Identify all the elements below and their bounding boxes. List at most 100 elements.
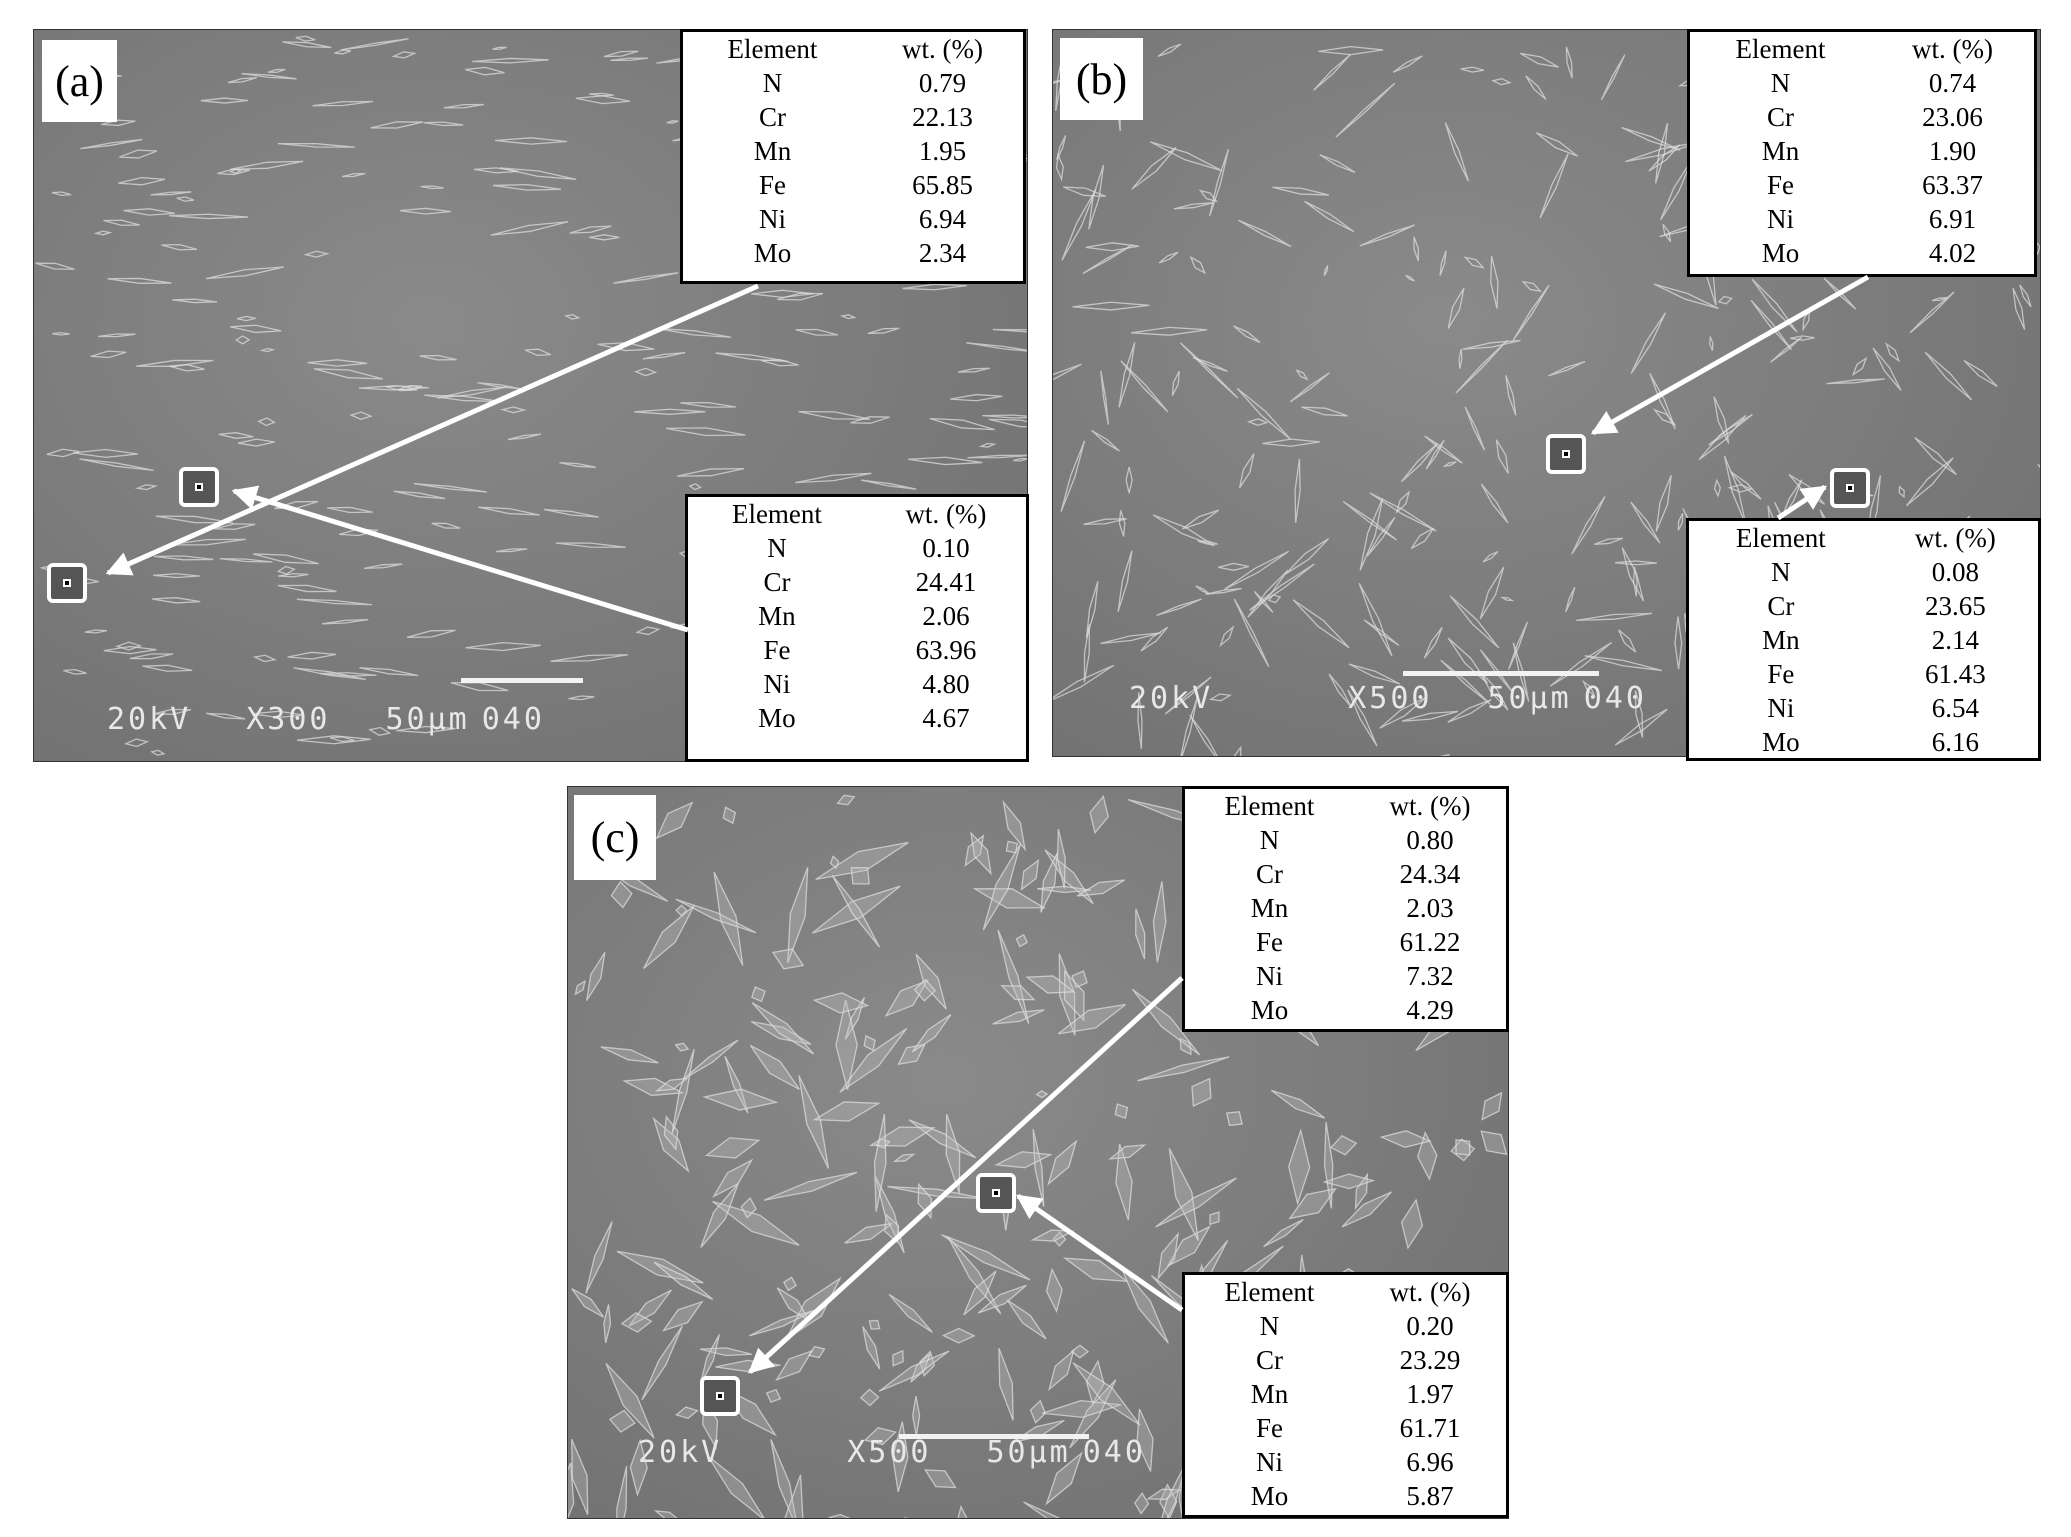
sem-scale-a: 50µm	[385, 702, 470, 737]
eds-cell: Mo	[1761, 238, 1800, 268]
eds-header-wt: wt. (%)	[905, 499, 987, 529]
eds-cell: Mn	[758, 601, 796, 631]
eds-cell: 65.85	[912, 170, 973, 200]
eds-header-element: Element	[1735, 34, 1826, 64]
eds-cell: 6.96	[1406, 1447, 1454, 1477]
table-row: Mn 2.06	[688, 599, 1026, 633]
sem-voltage-b: 20kV	[1129, 681, 1214, 716]
eds-cell: 1.90	[1928, 136, 1977, 166]
marker-b-2	[1830, 468, 1870, 508]
eds-cell: N	[1259, 1311, 1280, 1341]
eds-cell: 61.71	[1399, 1413, 1461, 1443]
eds-cell: Mo	[1762, 727, 1800, 757]
panel-label-c: (c)	[574, 795, 656, 880]
eds-cell: 63.96	[915, 635, 977, 665]
scale-bar-c	[899, 1434, 1089, 1439]
eds-cell: Mn	[1761, 136, 1800, 166]
panel-label-a: (a)	[42, 40, 117, 122]
eds-cell: 23.65	[1924, 591, 1986, 621]
eds-cell: 4.67	[922, 703, 970, 733]
eds-cell: 0.10	[922, 533, 970, 563]
eds-cell: 6.54	[1931, 693, 1979, 723]
eds-cell: 2.06	[922, 601, 970, 631]
table-row: Mo 5.87	[1185, 1479, 1506, 1513]
eds-cell: 23.06	[1922, 102, 1983, 132]
eds-header-wt: wt. (%)	[1914, 523, 1996, 553]
table-row: Fe 63.37	[1690, 168, 2034, 202]
eds-cell: Cr	[1767, 591, 1795, 621]
eds-cell: 5.87	[1406, 1481, 1454, 1511]
scale-bar-b	[1403, 671, 1599, 676]
eds-cell: 6.94	[918, 204, 967, 234]
table-row: Cr 23.06	[1690, 100, 2034, 134]
sem-magnification-b: X500	[1348, 681, 1433, 716]
table-row: Mo 4.67	[688, 701, 1026, 735]
eds-cell: 24.41	[915, 567, 977, 597]
eds-table-b-2: Element wt. (%) N 0.08 Cr 23.65 Mn 2.14 Fe 61…	[1686, 518, 2041, 761]
eds-cell: Mo	[758, 703, 796, 733]
eds-cell: Fe	[1255, 1413, 1283, 1443]
panel-label-b: (b)	[1060, 38, 1143, 120]
table-row: Ni 6.94	[683, 202, 1023, 236]
sem-id-b: 040	[1583, 681, 1647, 716]
sem-voltage-c: 20kV	[638, 1435, 723, 1470]
sem-scale-c: 50µm	[986, 1435, 1071, 1470]
eds-cell: Mn	[1762, 625, 1800, 655]
eds-cell: 2.03	[1406, 893, 1454, 923]
eds-cell: N	[1770, 68, 1791, 98]
table-row: Mo 4.02	[1690, 236, 2034, 270]
sem-info-bar-b: 20kV X500 50µm 040	[1129, 681, 1702, 716]
eds-cell: Ni	[758, 204, 786, 234]
eds-cell: Cr	[1767, 102, 1795, 132]
eds-cell: 1.97	[1406, 1379, 1454, 1409]
eds-cell: 61.43	[1924, 659, 1986, 689]
eds-cell: Fe	[1255, 927, 1283, 957]
eds-header-element: Element	[727, 34, 818, 64]
table-row: N 0.08	[1689, 555, 2038, 589]
sem-magnification-a: X300	[246, 702, 331, 737]
table-row: Fe 61.43	[1689, 657, 2038, 691]
sem-scale-b: 50µm	[1487, 681, 1572, 716]
sem-id-c: 040	[1082, 1435, 1146, 1470]
sem-info-bar-c: 20kV X500 50µm 040	[638, 1435, 1201, 1470]
eds-cell: 2.14	[1931, 625, 1979, 655]
eds-cell: Fe	[758, 170, 786, 200]
table-row: Cr 23.65	[1689, 589, 2038, 623]
table-row: Mn 2.03	[1185, 891, 1506, 925]
eds-cell: 63.37	[1922, 170, 1983, 200]
eds-cell: 1.95	[918, 136, 967, 166]
eds-cell: Mo	[1250, 1481, 1289, 1511]
eds-cell: Cr	[1255, 1345, 1283, 1375]
table-row: Mn 2.14	[1689, 623, 2038, 657]
eds-cell: 23.29	[1399, 1345, 1461, 1375]
eds-cell: N	[1771, 557, 1791, 587]
eds-cell: Fe	[1767, 170, 1795, 200]
eds-cell: Mn	[1250, 893, 1289, 923]
eds-header-wt: wt. (%)	[1912, 34, 1993, 64]
eds-cell: Fe	[1767, 659, 1795, 689]
eds-cell: 4.02	[1928, 238, 1977, 268]
eds-cell: 7.32	[1406, 961, 1454, 991]
eds-cell: 0.08	[1931, 557, 1979, 587]
scale-bar-a	[461, 678, 583, 683]
sem-magnification-c: X500	[847, 1435, 932, 1470]
eds-header-element: Element	[1735, 523, 1826, 553]
